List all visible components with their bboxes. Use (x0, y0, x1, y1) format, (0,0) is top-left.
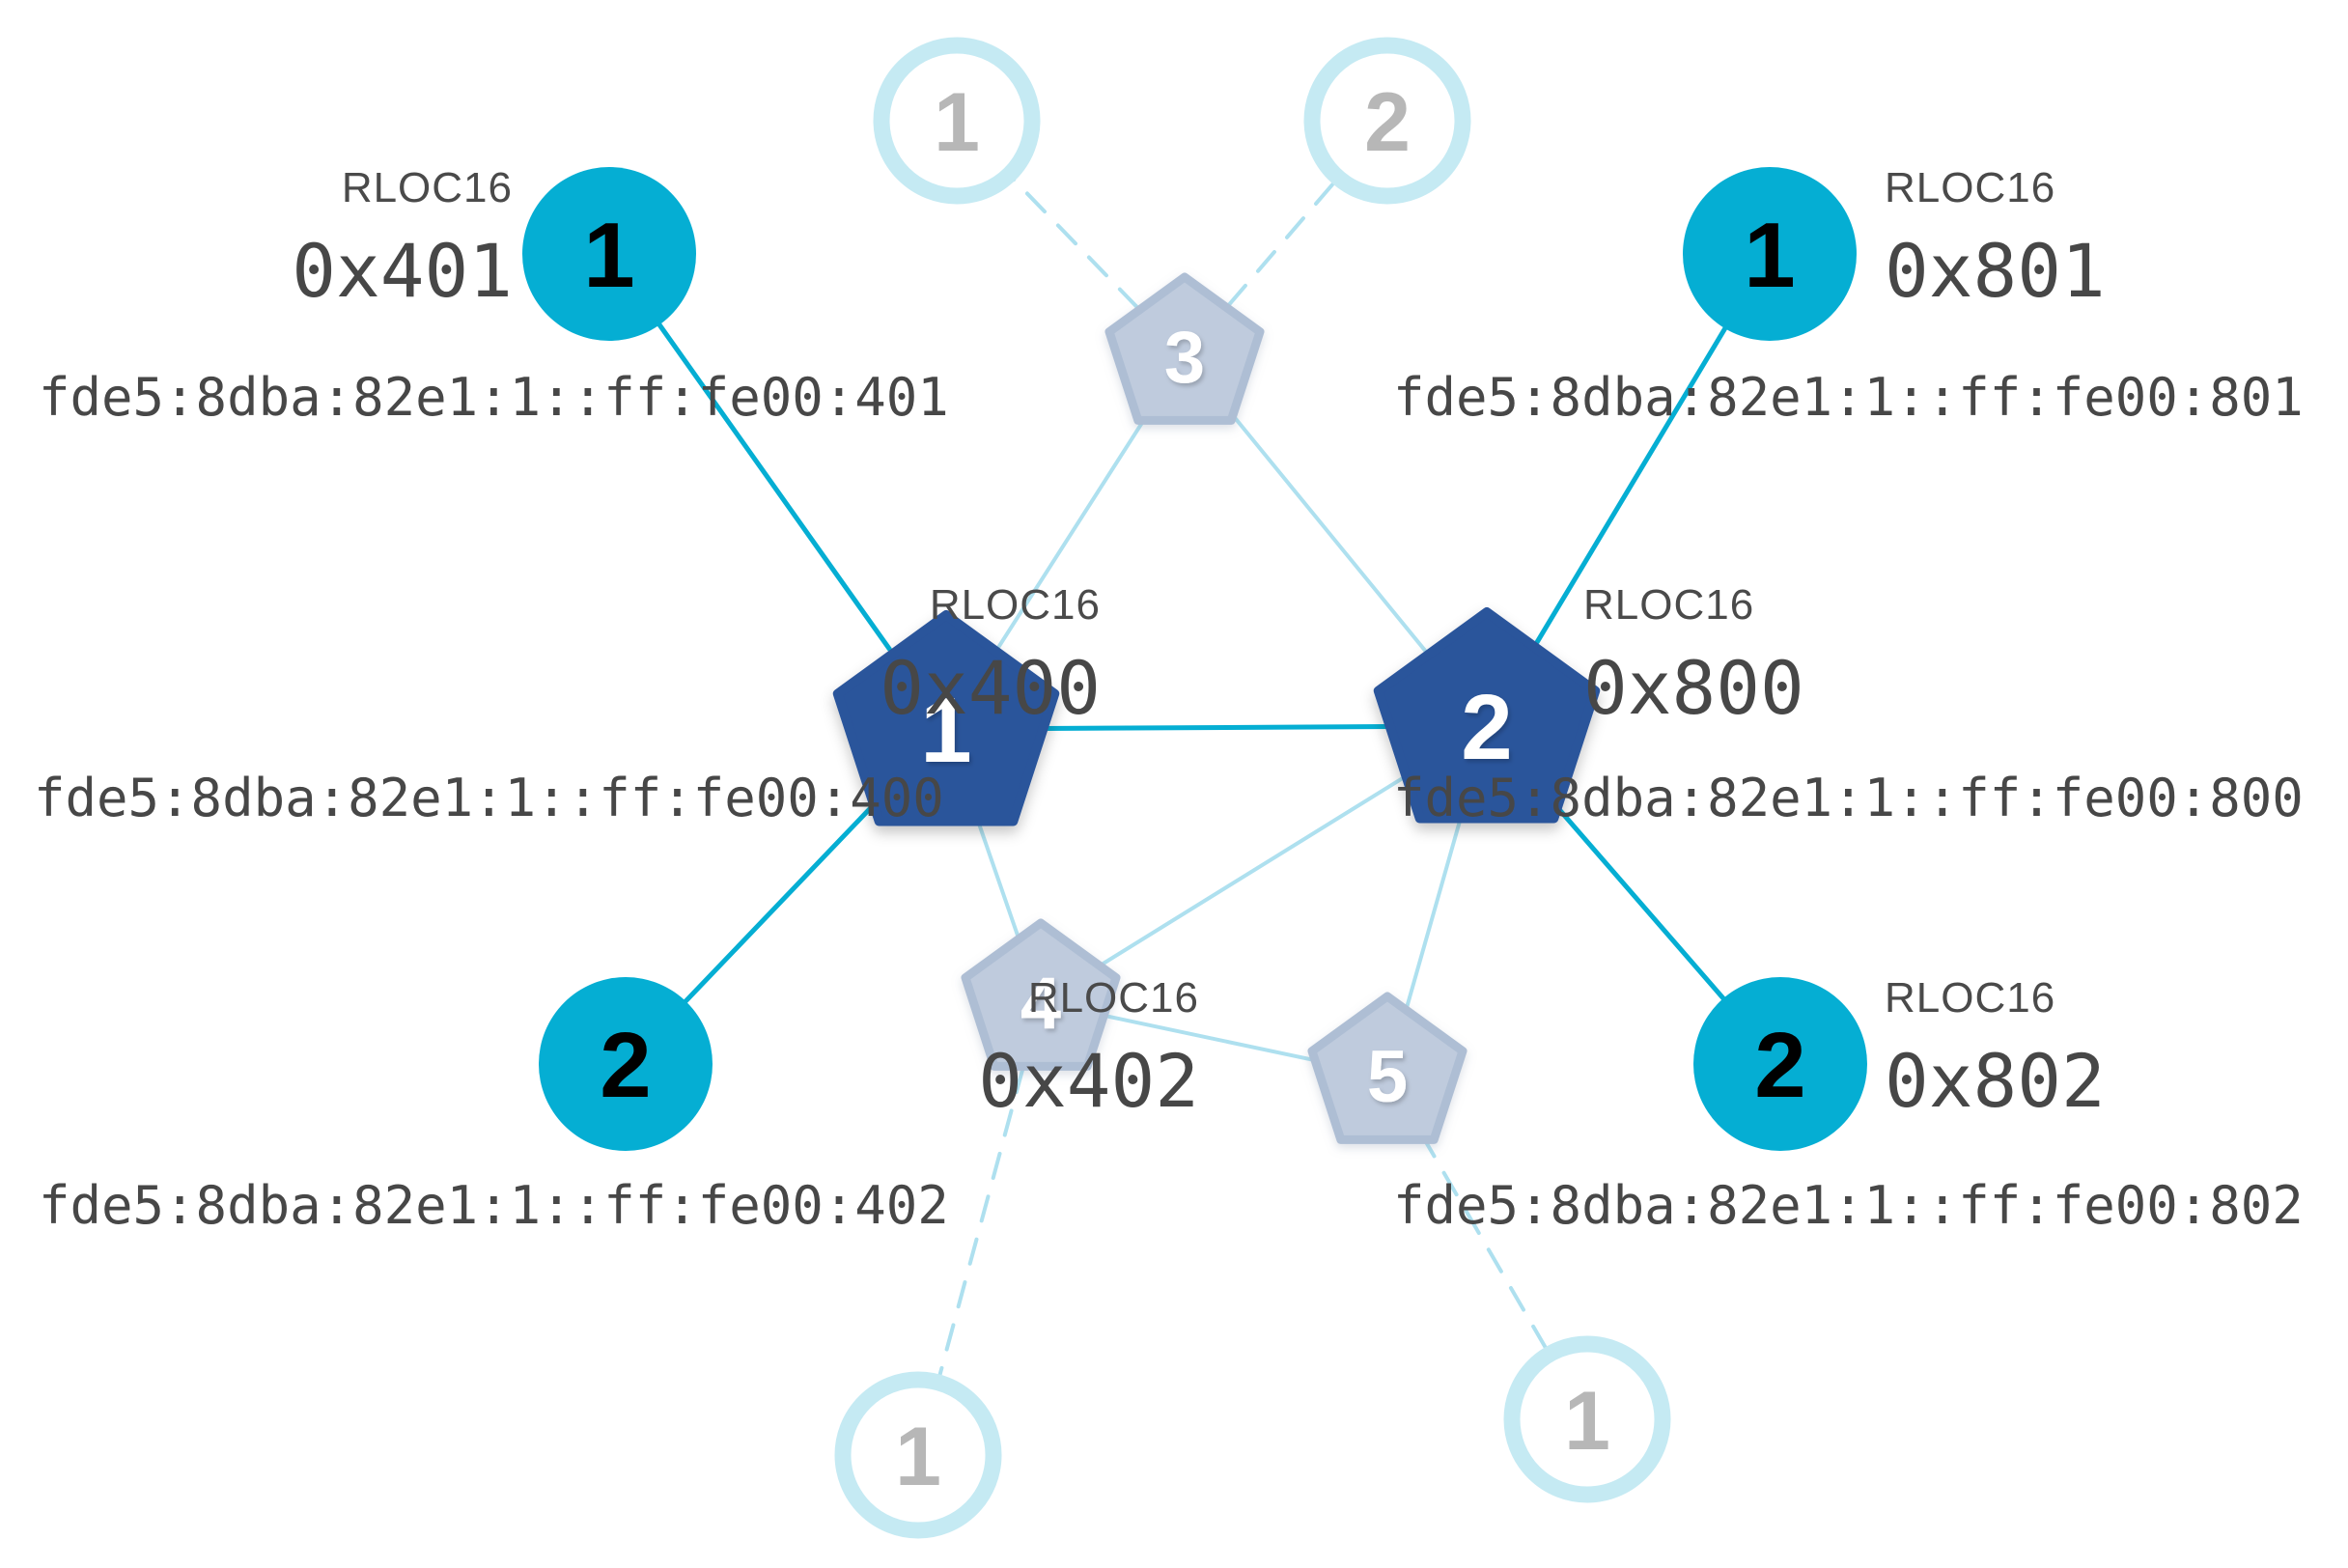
hollow-circle-shape (873, 37, 1041, 205)
edge-router-1-to-pentagon-4 (976, 819, 1020, 940)
node-child-802[interactable]: 2 (1693, 977, 1867, 1151)
node-label-child-401: 1 (583, 204, 634, 307)
edge-router-1-to-router-2 (1041, 724, 1392, 731)
node-child-401[interactable]: 1 (522, 167, 696, 341)
rloc16-title-801: RLOC16 (1885, 164, 2056, 211)
rloc16-title-800: RLOC16 (1583, 581, 1755, 629)
node-label-hollow-bot-2: 1 (1564, 1375, 1610, 1468)
ipv6-address-802: fde5:8dba:82e1:1::ff:fe00:802 (1393, 1175, 2304, 1236)
ipv6-address-800: fde5:8dba:82e1:1::ff:fe00:800 (1393, 768, 2304, 828)
edge-pentagon-4-to-hollow-bot-1 (935, 1066, 1025, 1388)
node-child-801[interactable]: 1 (1683, 167, 1857, 341)
node-label-child-801: 1 (1744, 204, 1795, 307)
leader-pentagon-shape (961, 918, 1121, 1071)
ipv6-address-801: fde5:8dba:82e1:1::ff:fe00:801 (1393, 367, 2304, 428)
node-router-1[interactable]: 1 (832, 610, 1060, 826)
child-circle-shape (539, 977, 713, 1151)
node-router-2[interactable]: 2 (1373, 607, 1601, 824)
node-child-402[interactable]: 2 (539, 977, 713, 1151)
node-hollow-top-1[interactable]: 1 (873, 37, 1041, 205)
node-label-pentagon-3: 3 (1164, 317, 1205, 399)
node-label-hollow-top-2: 2 (1364, 76, 1411, 169)
edge-layer (650, 170, 1734, 1388)
node-hollow-bot-2[interactable]: 1 (1503, 1335, 1671, 1503)
child-circle-shape (1693, 977, 1867, 1151)
edge-router-1-to-child-402 (675, 797, 881, 1013)
ipv6-address-400: fde5:8dba:82e1:1::ff:fe00:400 (34, 768, 944, 828)
rloc16-value-401: 0x401 (292, 228, 513, 314)
node-label-hollow-bot-1: 1 (895, 1411, 941, 1503)
hollow-circle-shape (1503, 1335, 1671, 1503)
node-label-hollow-top-1: 1 (934, 76, 980, 169)
node-label-pentagon-4: 4 (1020, 963, 1061, 1045)
edge-router-1-to-pentagon-3 (996, 411, 1150, 649)
rloc16-value-801: 0x801 (1885, 228, 2106, 314)
node-label-router-2: 2 (1461, 676, 1512, 779)
edge-router-2-to-child-802 (1549, 798, 1734, 1011)
router-pentagon-shape (1373, 607, 1601, 824)
rloc16-value-402: 0x402 (978, 1038, 1199, 1124)
rloc16-value-802: 0x802 (1885, 1038, 2106, 1124)
node-pentagon-5[interactable]: 5 (1307, 992, 1468, 1144)
rloc16-title-402: RLOC16 (1027, 974, 1199, 1022)
ipv6-address-401: fde5:8dba:82e1:1::ff:fe00:401 (39, 367, 949, 428)
hollow-circle-shape (1303, 37, 1471, 205)
node-layer: 1 2 1 1 2 2 3 4 5 1 2 1 1 (522, 37, 1867, 1539)
edge-pentagon-5-to-hollow-bot-2 (1419, 1132, 1553, 1360)
node-pentagon-3[interactable]: 3 (1104, 272, 1265, 425)
edge-router-2-to-pentagon-4 (1096, 775, 1406, 968)
edge-router-2-to-pentagon-5 (1404, 818, 1463, 1013)
child-circle-shape (1683, 167, 1857, 341)
child-circle-shape (522, 167, 696, 341)
rloc16-value-400: 0x400 (880, 645, 1101, 731)
node-label-pentagon-5: 5 (1367, 1036, 1408, 1118)
rloc16-value-800: 0x800 (1583, 645, 1804, 731)
ipv6-address-402: fde5:8dba:82e1:1::ff:fe00:402 (39, 1175, 949, 1236)
leader-pentagon-shape (1307, 992, 1468, 1144)
edge-router-1-to-child-401 (650, 312, 892, 652)
router-pentagon-shape (832, 610, 1060, 826)
node-pentagon-4[interactable]: 4 (961, 918, 1121, 1071)
edge-pentagon-4-to-pentagon-5 (1104, 1014, 1324, 1064)
node-label-child-402: 2 (600, 1014, 651, 1117)
node-hollow-bot-1[interactable]: 1 (834, 1371, 1002, 1539)
edge-pentagon-3-to-hollow-top-1 (1004, 170, 1139, 310)
edge-router-2-to-pentagon-3 (1225, 406, 1427, 653)
hollow-circle-shape (834, 1371, 1002, 1539)
rloc16-title-401: RLOC16 (341, 164, 513, 211)
leader-pentagon-shape (1104, 272, 1265, 425)
edge-pentagon-3-to-hollow-top-2 (1227, 173, 1343, 307)
node-hollow-top-2[interactable]: 2 (1303, 37, 1471, 205)
edge-router-2-to-child-801 (1534, 315, 1734, 645)
node-label-child-802: 2 (1754, 1014, 1805, 1117)
rloc16-title-400: RLOC16 (929, 581, 1101, 629)
rloc16-title-802: RLOC16 (1885, 974, 2056, 1022)
node-label-router-1: 1 (920, 679, 971, 782)
